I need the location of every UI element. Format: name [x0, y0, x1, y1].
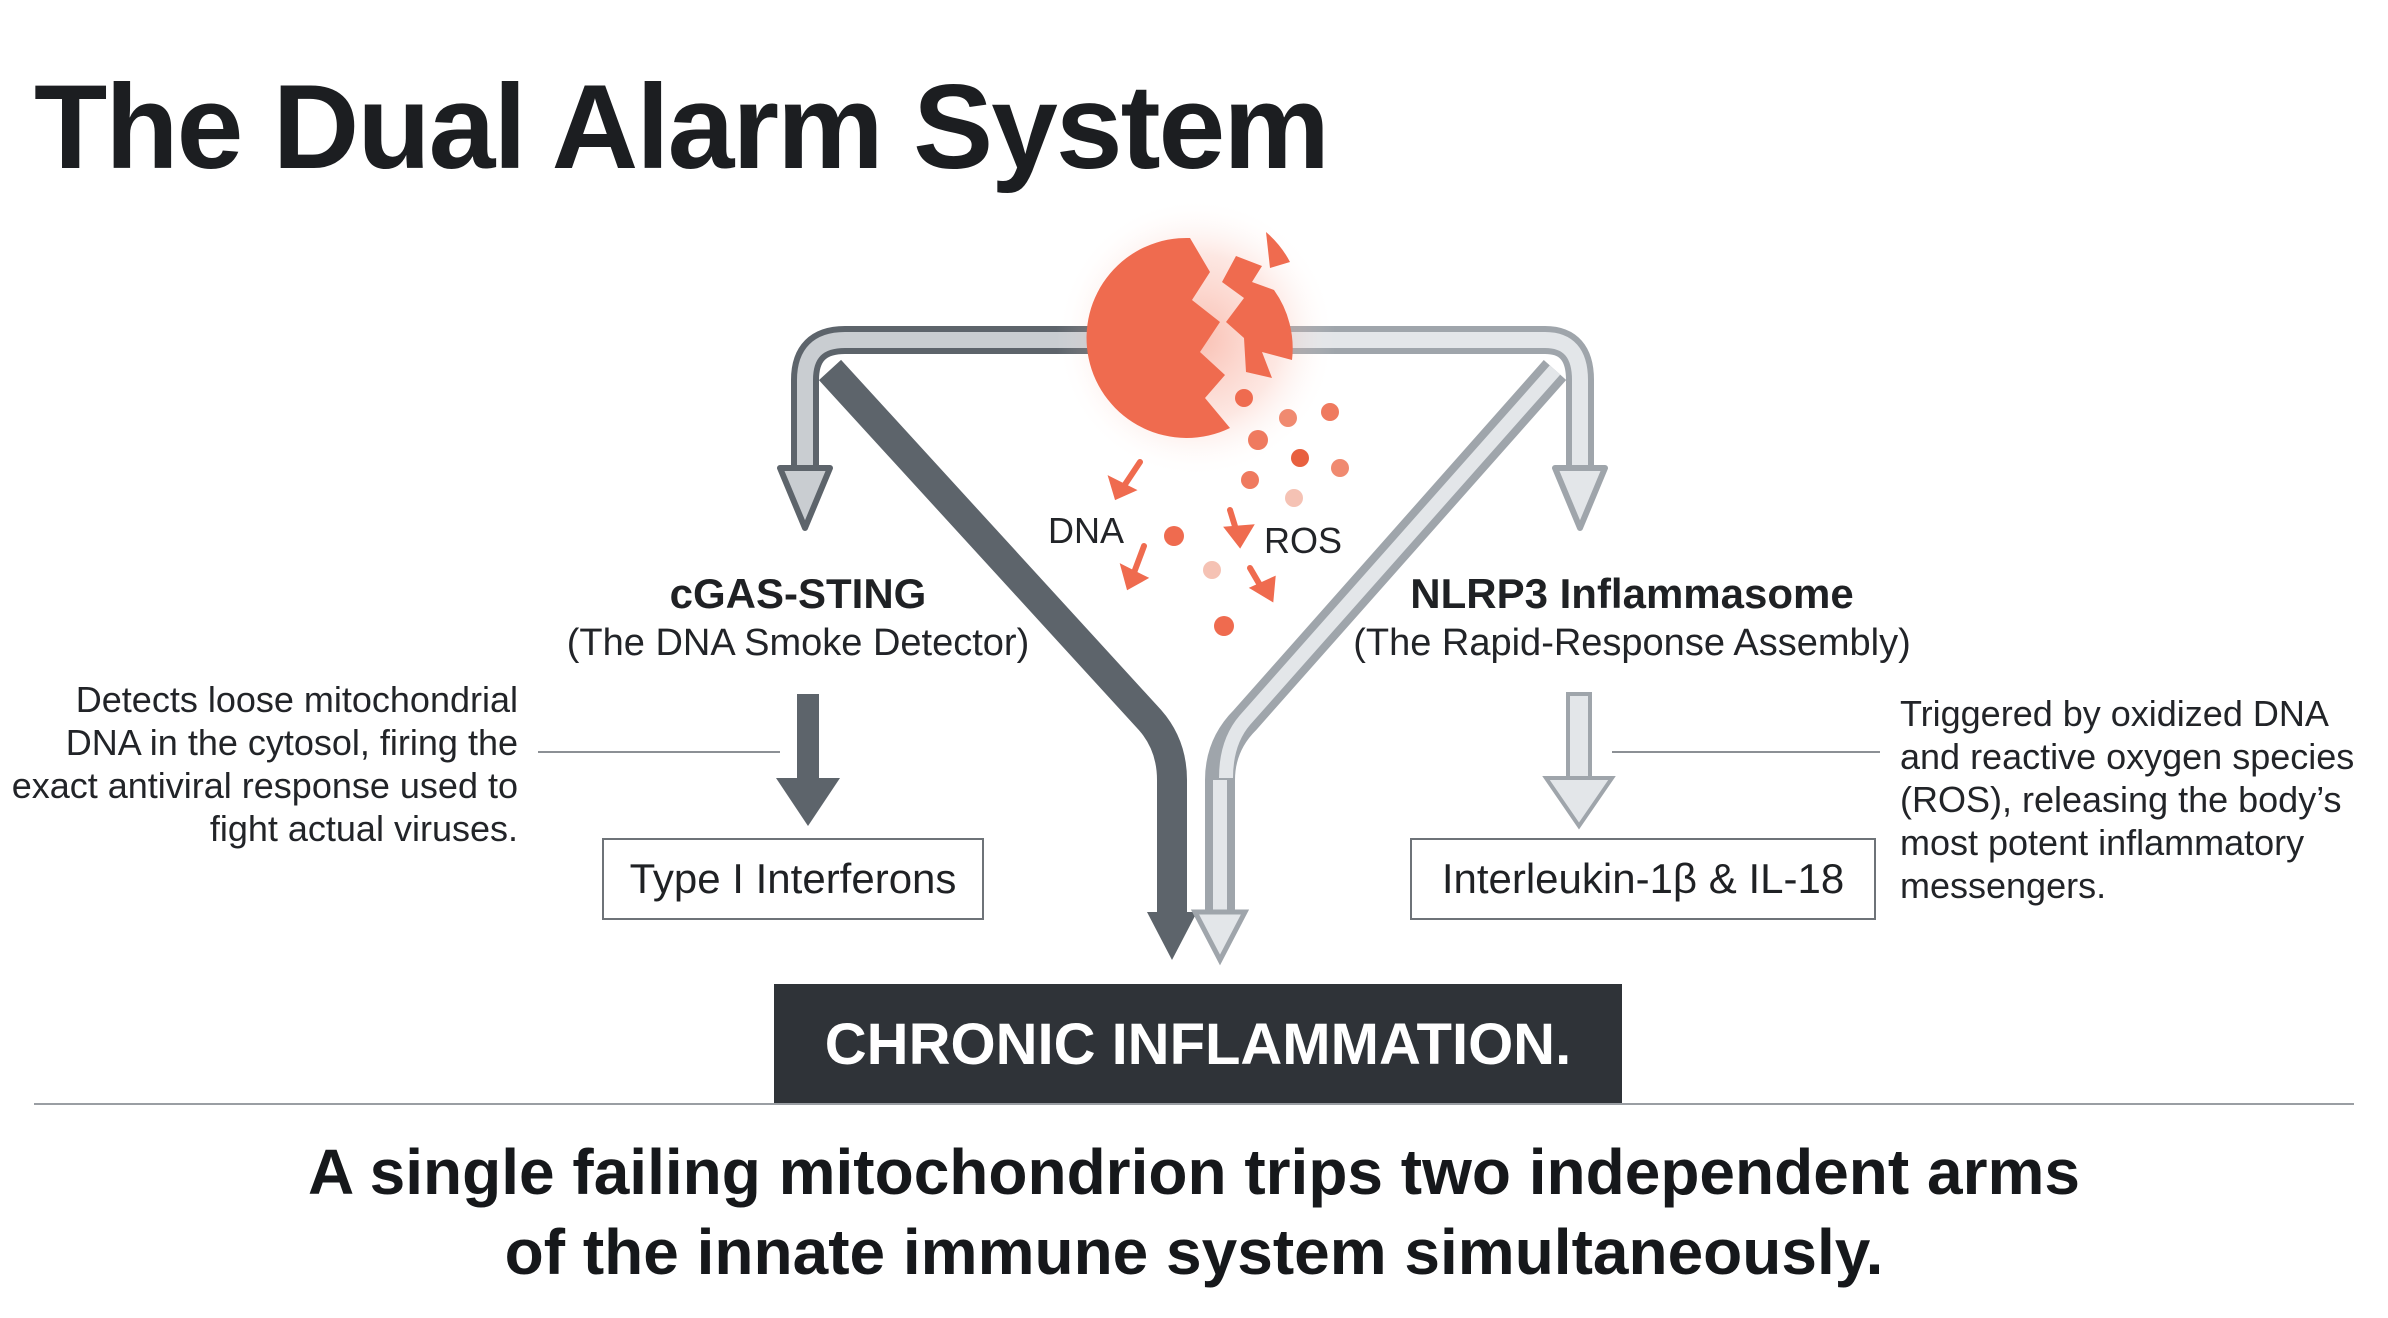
right-arm-to-result: [1190, 360, 1567, 966]
left-pathway-description: Detects loose mitochondrial DNA in the c…: [11, 679, 518, 849]
right-output-box: Interleukin-1β & IL-18: [1410, 838, 1876, 920]
caption-line-1: A single failing mitochondrion trips two…: [308, 1136, 2080, 1208]
divider-line: [34, 1103, 2354, 1105]
left-output-arrow: [776, 694, 840, 826]
ros-label: ROS: [1264, 520, 1343, 561]
broken-mitochondrion-icon: [1056, 198, 1336, 478]
page-title: The Dual Alarm System: [34, 60, 1330, 194]
result-box: CHRONIC INFLAMMATION.: [774, 984, 1622, 1104]
right-arm-branch: [1290, 326, 1608, 531]
dna-label: DNA: [1048, 510, 1125, 551]
left-arm-to-result: [818, 359, 1197, 960]
left-arm-branch: [777, 326, 1100, 531]
left-pathway-name: cGAS-STING: [669, 570, 927, 617]
caption-line-2: of the innate immune system simultaneous…: [504, 1216, 1884, 1288]
released-particles: [1164, 389, 1349, 636]
left-output-box: Type I Interferons: [602, 838, 984, 920]
right-pathway-subtitle: (The Rapid-Response Assembly): [1353, 622, 1911, 664]
caption: A single failing mitochondrion trips two…: [0, 1132, 2388, 1292]
left-pathway-subtitle: (The DNA Smoke Detector): [566, 622, 1030, 664]
release-arrows: [1107, 459, 1276, 603]
right-pathway-name: NLRP3 Inflammasome: [1410, 570, 1854, 617]
right-output-arrow: [1542, 692, 1616, 830]
right-pathway-description: Triggered by oxidized DNA and reactive o…: [1900, 693, 2355, 906]
